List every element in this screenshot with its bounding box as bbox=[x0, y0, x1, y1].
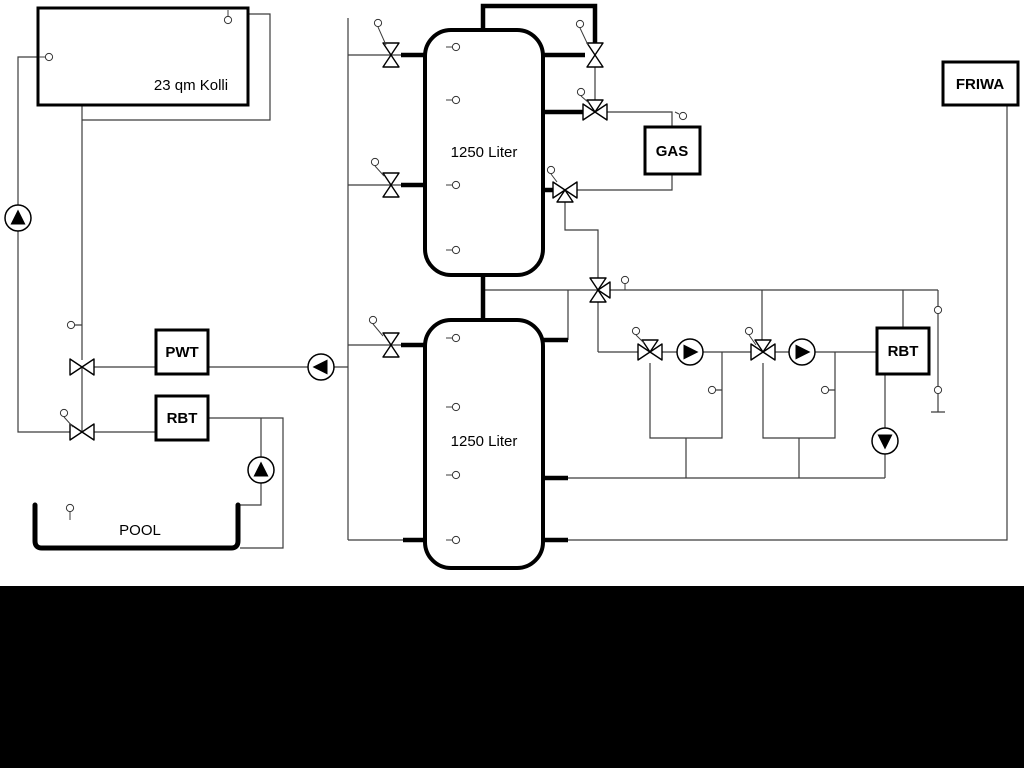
gas-box bbox=[643, 125, 702, 176]
main-pipes bbox=[401, 3, 598, 543]
valve-tank1-top-right-icon bbox=[586, 42, 604, 68]
sensor-icon bbox=[678, 111, 688, 121]
tank1-body bbox=[423, 28, 545, 277]
buffer-tank-1: 1250 Liter bbox=[423, 28, 545, 277]
valve-actuator-icon bbox=[59, 408, 69, 418]
gas-circuit-pipes bbox=[543, 66, 673, 352]
tank2-body bbox=[423, 318, 545, 570]
pump-heating-circuit-1-icon bbox=[676, 338, 704, 366]
sensor-icon bbox=[223, 15, 233, 25]
sensor-icon bbox=[44, 52, 54, 62]
pump-rbt-return-icon bbox=[871, 427, 899, 455]
friwa-label: FRIWA bbox=[956, 76, 1004, 93]
tank1-label: 1250 Liter bbox=[451, 144, 518, 161]
valve-actuator-icon bbox=[368, 315, 378, 325]
pump-pool-icon bbox=[247, 456, 275, 484]
friwa-pipes bbox=[568, 105, 1008, 541]
sensor-icon bbox=[66, 320, 76, 330]
sensor-icon bbox=[451, 245, 461, 255]
pump-heating-circuit-2-icon bbox=[788, 338, 816, 366]
valve-actuator-icon bbox=[744, 326, 754, 336]
return-limiter-right: RBT bbox=[875, 326, 931, 376]
sensor-icon bbox=[933, 385, 943, 395]
pump-solar-secondary-icon bbox=[307, 353, 335, 381]
rbt-left-label: RBT bbox=[167, 410, 198, 427]
sensor-icon bbox=[820, 385, 830, 395]
sensor-icon bbox=[451, 535, 461, 545]
solar-collector: 23 qm Kolli bbox=[36, 6, 250, 107]
temperature-sensors bbox=[39, 10, 943, 545]
gas-label: GAS bbox=[656, 143, 689, 160]
sensor-icon bbox=[451, 42, 461, 52]
valve-gas-feed-icon bbox=[582, 99, 608, 121]
valve-actuator-icon bbox=[576, 87, 586, 97]
sensor-icon bbox=[65, 503, 75, 513]
pump-solar-collector-icon bbox=[4, 204, 32, 232]
rbt-right-box bbox=[875, 326, 931, 376]
valve-actuator-icon bbox=[546, 165, 556, 175]
valve-gas-return-icon bbox=[552, 181, 578, 203]
return-limiter-left: RBT bbox=[154, 394, 210, 442]
pwt-label: PWT bbox=[165, 344, 198, 361]
buffer-tank-2: 1250 Liter bbox=[423, 318, 545, 570]
sensor-icon bbox=[451, 95, 461, 105]
valve-actuator-stubs bbox=[63, 26, 757, 428]
pool-pipes bbox=[208, 417, 284, 549]
swimming-pool: POOL bbox=[32, 502, 241, 551]
sensor-icon bbox=[451, 402, 461, 412]
hydraulic-schematic: 23 qm Kolli 1250 Liter 1250 Liter GAS FR… bbox=[4, 3, 1020, 570]
bottom-black-bar bbox=[0, 586, 1024, 768]
sensor-icon bbox=[933, 305, 943, 315]
rbt-left-box bbox=[154, 394, 210, 442]
sensor-icon bbox=[451, 180, 461, 190]
tank-left-trunk-pipes bbox=[347, 18, 403, 541]
sensor-icon bbox=[707, 385, 717, 395]
tank2-label: 1250 Liter bbox=[451, 433, 518, 450]
valve-heating-circuit-1-icon bbox=[637, 339, 663, 361]
rbt-right-label: RBT bbox=[888, 343, 919, 360]
valve-actuator-icon bbox=[575, 19, 585, 29]
collector-box bbox=[36, 6, 250, 107]
friwa-box bbox=[941, 60, 1020, 107]
solar-left-pipes bbox=[17, 13, 348, 433]
heating-circuit-pipes bbox=[483, 289, 945, 479]
valves bbox=[63, 26, 776, 441]
valve-actuator-icon bbox=[373, 18, 383, 28]
valve-actuator-icon bbox=[631, 326, 641, 336]
collector-label: 23 qm Kolli bbox=[154, 77, 228, 94]
valve-actuator-icon bbox=[620, 275, 630, 285]
pipe-network bbox=[17, 13, 1008, 549]
plate-heat-exchanger: PWT bbox=[154, 328, 210, 376]
valve-actuator-icon bbox=[370, 157, 380, 167]
pool-label: POOL bbox=[119, 522, 161, 539]
fresh-water-module: FRIWA bbox=[941, 60, 1020, 107]
sensor-icon bbox=[451, 470, 461, 480]
sensor-icon bbox=[451, 333, 461, 343]
pool-basin bbox=[32, 502, 241, 551]
gas-boiler: GAS bbox=[643, 125, 702, 176]
sensor-stubs bbox=[39, 10, 835, 541]
pwt-box bbox=[154, 328, 210, 376]
